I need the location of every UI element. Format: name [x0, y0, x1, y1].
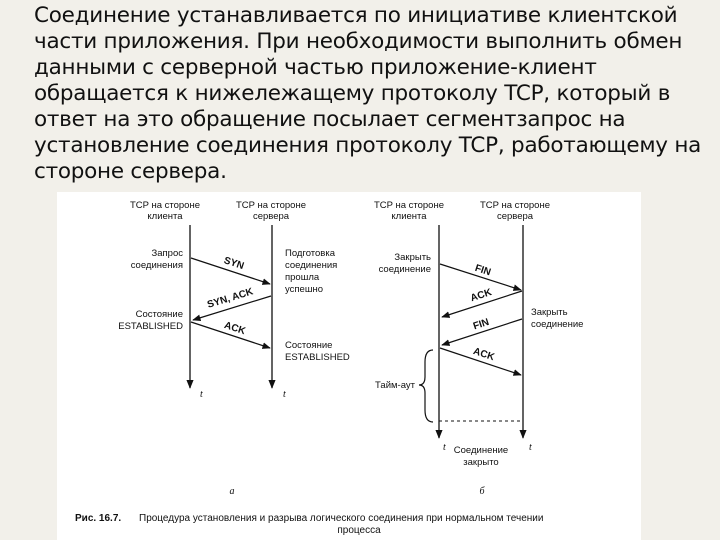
a-sublabel: а	[230, 486, 235, 497]
b-close-client-line2: соединение	[379, 264, 431, 275]
a-client-state-line2: ESTABLISHED	[118, 321, 183, 332]
a-server-state-line2: ESTABLISHED	[285, 352, 350, 363]
a-client-header-line1: TCP на стороне	[130, 200, 200, 211]
b-closed-label-line2: закрыто	[463, 457, 498, 468]
a-ack-arrow	[190, 321, 271, 349]
a-synack-arrow	[192, 295, 272, 321]
b-fin1-arrow	[439, 263, 522, 291]
a-client-state-line1: Состояние	[136, 309, 183, 320]
b-ack2-arrow	[439, 347, 522, 376]
b-timeout-brace	[418, 349, 434, 423]
b-fin1-label: FIN	[473, 263, 492, 278]
sequence-diagrams: TCP на стороне клиента TCP на стороне се…	[75, 200, 583, 536]
b-client-time-label: t	[443, 442, 446, 453]
b-ack1-arrow	[441, 290, 523, 318]
a-request-label-line1: Запрос	[152, 248, 184, 259]
caption-line2: процесса	[337, 525, 381, 536]
a-server-header-line1: TCP на стороне	[236, 200, 306, 211]
b-close-server-line2: соединение	[531, 319, 583, 330]
b-ack2-label: ACK	[472, 346, 497, 363]
b-close-server-line1: Закрыть	[531, 307, 568, 318]
a-server-time-label: t	[283, 389, 286, 400]
a-client-time-label: t	[200, 389, 203, 400]
figure-caption: Рис. 16.7. Процедура установления и разр…	[75, 513, 543, 536]
b-server-header-line1: TCP на стороне	[480, 200, 550, 211]
b-closed-label-line1: Соединение	[454, 445, 508, 456]
b-timeout-label: Тайм-аут	[375, 380, 416, 391]
b-fin2-label: FIN	[472, 317, 491, 332]
a-prepare-label-line2: соединения	[285, 260, 337, 271]
caption-line1: Процедура установления и разрыва логичес…	[139, 513, 543, 524]
slide-paragraph: Соединение устанавливается по инициативе…	[34, 3, 702, 184]
a-prepare-label-line4: успешно	[285, 284, 323, 295]
a-client-header-line2: клиента	[147, 211, 183, 222]
a-synack-label: SYN, ACK	[206, 286, 255, 311]
tcp-connection-figure: TCP на стороне клиента TCP на стороне се…	[57, 192, 641, 540]
b-client-header-line2: клиента	[391, 211, 427, 222]
b-fin2-arrow	[441, 318, 523, 346]
diagram-a: TCP на стороне клиента TCP на стороне се…	[118, 200, 350, 497]
diagram-b: TCP на стороне клиента TCP на стороне се…	[374, 200, 583, 497]
b-sublabel: б	[479, 486, 485, 497]
a-prepare-label-line1: Подготовка	[285, 248, 336, 259]
b-server-time-label: t	[529, 442, 532, 453]
a-request-label-line2: соединения	[131, 260, 183, 271]
a-server-header-line2: сервера	[253, 211, 290, 222]
a-prepare-label-line3: прошла	[285, 272, 320, 283]
a-server-state-line1: Состояние	[285, 340, 332, 351]
b-close-client-line1: Закрыть	[394, 252, 431, 263]
b-client-header-line1: TCP на стороне	[374, 200, 444, 211]
a-ack-label: ACK	[223, 320, 248, 337]
a-syn-arrow	[190, 257, 271, 285]
b-server-header-line2: сервера	[497, 211, 534, 222]
caption-prefix: Рис. 16.7.	[75, 513, 121, 524]
